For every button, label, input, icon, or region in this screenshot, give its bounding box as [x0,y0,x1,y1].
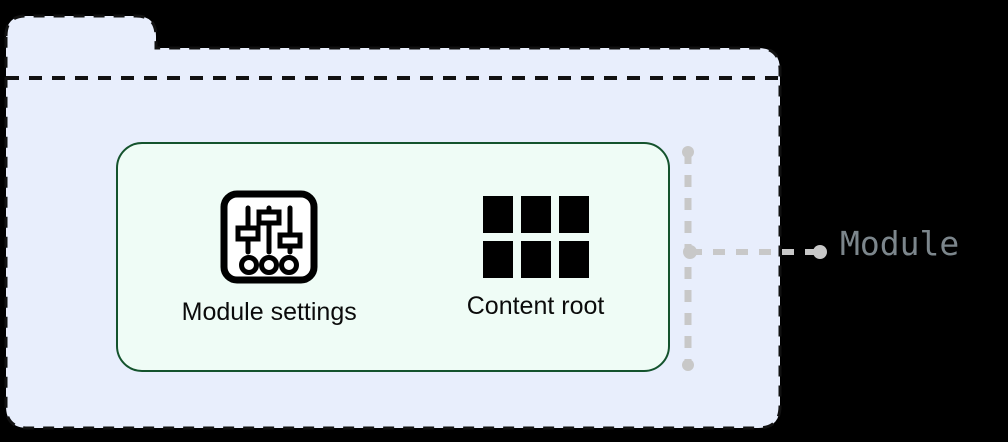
bracket-bottom-dot [682,359,694,371]
connector-end-dot [813,245,827,259]
node-label-content-root: Content root [466,291,605,320]
node-label-module-settings: Module settings [181,297,357,326]
sliders-icon [220,190,318,283]
module-contents-card: Module settings Content root [116,142,670,372]
bracket-top-dot [682,146,694,158]
node-content-root[interactable]: Content root [466,195,605,320]
connector-start-dot [683,245,697,259]
card-contents: Module settings Content root [118,144,668,370]
module-annotation-label: Module [840,224,960,263]
module-bracket-connector [682,146,827,371]
node-module-settings[interactable]: Module settings [182,190,357,325]
grid-icon [482,195,589,278]
